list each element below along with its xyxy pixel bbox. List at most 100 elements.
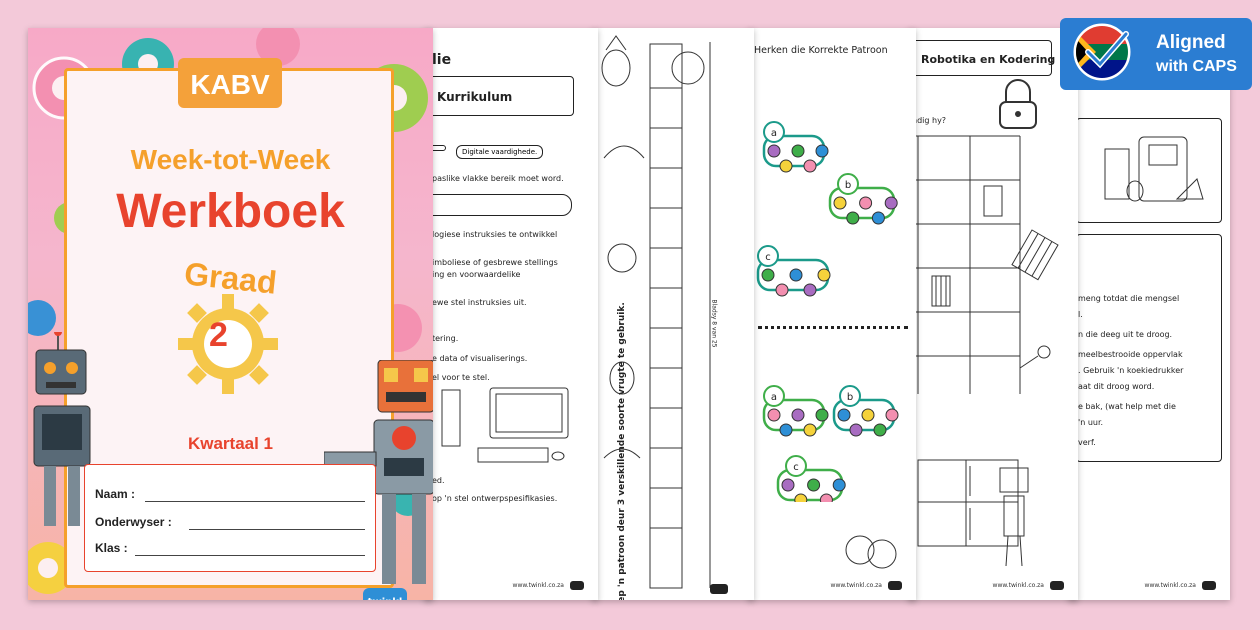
worksheet-page-fruit-pattern: Skep 'n patroon deur 3 verskillende soor…: [592, 28, 754, 600]
baking-ingredients-icon: [1104, 136, 1204, 202]
name-field[interactable]: [145, 501, 365, 502]
pattern-label: b: [845, 180, 851, 191]
pattern-bead: [791, 408, 805, 422]
grade-gear-icon: [178, 294, 278, 394]
fruit-outline-icon: [845, 535, 897, 569]
pattern-label-circle: [837, 173, 859, 195]
worksheet-page-patterns: Herken die Korrekte Patroon a b c a b c www.t…: [748, 28, 916, 600]
quarter-label: Kwartaal 1: [187, 434, 274, 453]
pattern-bead: [789, 268, 803, 282]
badge-line-2: with CAPS: [1156, 58, 1237, 75]
curriculum-line: e data of visualiserings.: [432, 354, 528, 363]
curriculum-title-top: lie: [432, 52, 452, 68]
step-line: n die deeg uit te droog.: [1078, 330, 1173, 339]
pattern-bead: [817, 268, 831, 282]
pattern-bead: [871, 211, 885, 225]
pattern-bead: [779, 159, 793, 173]
pattern-bead: [794, 493, 808, 502]
pattern-bead: [859, 196, 873, 210]
pattern-label-circle: [757, 245, 779, 267]
worksheet-page-robotics: Robotika en Kodering ndig hy?: [908, 28, 1078, 600]
step-line: meng totdat die mengsel: [1078, 294, 1180, 303]
step-line: 'n uur.: [1078, 418, 1104, 427]
pattern-label: c: [765, 252, 771, 263]
pattern-bead: [837, 408, 851, 422]
pattern-bead: [803, 283, 817, 297]
key-icon: [1019, 345, 1051, 369]
class-field[interactable]: [135, 555, 365, 556]
teacher-label: Onderwyser :: [95, 515, 172, 529]
robotics-grid: [908, 135, 1059, 394]
pattern-bead: [803, 423, 817, 437]
worksheet-page-recipe: meng totdat die mengsel l. n die deeg ui…: [1068, 28, 1230, 600]
pattern-bead: [791, 144, 805, 158]
curriculum-title-box: Kurrikulum: [424, 76, 574, 116]
twinkl-logo: twinkl: [363, 588, 407, 600]
pattern-chains: a b c a b c: [756, 121, 899, 502]
pattern-bead: [767, 144, 781, 158]
dotted-divider: [758, 326, 908, 329]
pattern-bead: [767, 408, 781, 422]
curriculum-line: paslike vlakke bereik moet word.: [432, 174, 564, 183]
cover-subtitle: Week-tot-Week: [130, 144, 331, 175]
recipe-image-box: [1076, 118, 1222, 223]
skills-pill: Digitale vaardighede.: [456, 145, 544, 159]
teacher-field[interactable]: [189, 529, 365, 530]
pattern-label: c: [793, 462, 799, 473]
robot-left-icon: [33, 332, 91, 526]
page-number: Bladsy 8 van 25: [710, 299, 718, 348]
badge-line-1: Aligned: [1156, 32, 1226, 53]
step-line: aat dit droog word.: [1078, 382, 1155, 391]
student-info-form: Naam : Onderwyser : Klas :: [84, 464, 376, 572]
pattern-bead: [861, 408, 875, 422]
twinkl-logo-icon: [710, 584, 728, 594]
step-line: meelbestrooide oppervlak: [1078, 350, 1183, 359]
computer-icon: [441, 387, 569, 463]
curriculum-line: ewe stel instruksies uit.: [432, 298, 527, 307]
class-label: Klas :: [95, 541, 128, 555]
step-line: . Gebruik 'n koekiedrukker: [1078, 366, 1184, 375]
pattern-bead: [819, 493, 833, 502]
robotics-title-box: Robotika en Kodering: [908, 40, 1056, 76]
workbook-cover: KABV Week-tot-Week Werkboek Graad 2 Kwar…: [28, 28, 433, 600]
pattern-bead: [815, 408, 829, 422]
curriculum-line: logiese instruksies te ontwikkel: [432, 230, 558, 239]
patterns-title: Herken die Korrekte Patroon: [754, 45, 888, 56]
caps-aligned-badge: Aligned with CAPS: [1060, 18, 1252, 90]
robotics-title: Robotika en Kodering: [921, 53, 1056, 66]
grade-number: 2: [209, 316, 228, 354]
pattern-label-circle: [839, 385, 861, 407]
curriculum-line: tering.: [432, 334, 459, 343]
pattern-bead: [779, 423, 793, 437]
robot-right-icon: [324, 360, 433, 584]
page-footer: www.twinkl.co.za: [831, 581, 902, 590]
pattern-label-circle: [785, 455, 807, 477]
step-line: e bak, (wat help met die: [1078, 402, 1176, 411]
pattern-bead: [885, 408, 899, 422]
pattern-bead: [761, 268, 775, 282]
pattern-bead: [775, 283, 789, 297]
pattern-bead: [846, 211, 860, 225]
curriculum-line: imboliese of gesbrewe stellings: [432, 258, 558, 267]
south-africa-flag-icon: [1070, 20, 1134, 84]
pattern-bead: [781, 478, 795, 492]
pattern-bead: [807, 478, 821, 492]
curriculum-line: ed.: [432, 476, 445, 485]
robotics-question: ndig hy?: [912, 116, 947, 125]
recipe-steps-box: [1076, 234, 1222, 462]
pattern-bead: [803, 159, 817, 173]
pill-left: [424, 145, 446, 151]
page-footer: www.twinkl.co.za: [513, 581, 584, 590]
kabv-badge: KABV: [178, 58, 282, 108]
pattern-bead: [849, 423, 863, 437]
worksheet-page-curriculum: lie Kurrikulum Digitale vaardighede. pas…: [424, 28, 598, 600]
pattern-bead: [815, 144, 829, 158]
curriculum-line: el voor te stel.: [432, 373, 490, 382]
pattern-label: b: [847, 392, 853, 403]
pattern-label: a: [771, 392, 777, 403]
input-box: [424, 194, 572, 216]
step-line: l.: [1078, 310, 1083, 319]
pattern-bead: [884, 196, 898, 210]
gate-icon: [1011, 229, 1059, 281]
pattern-label: a: [771, 128, 777, 139]
